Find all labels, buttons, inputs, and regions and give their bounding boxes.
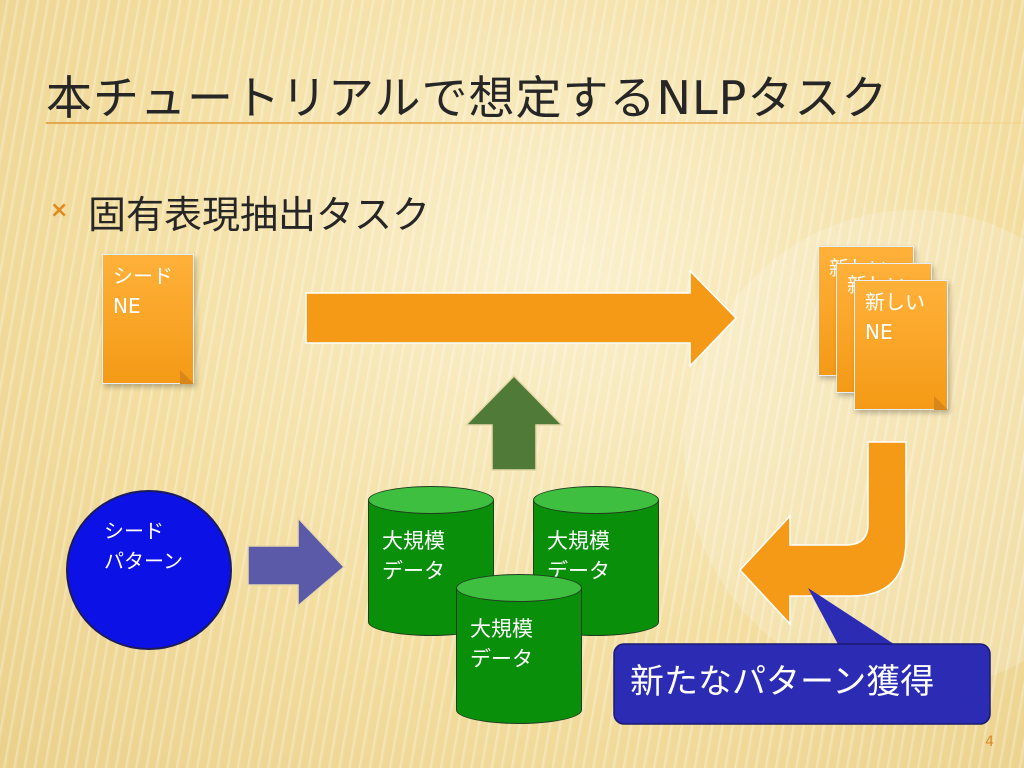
title-underline [46,122,1024,124]
seed-ne-line1: シード [113,264,173,288]
new-ne-line1: 新しい [865,290,925,314]
note-fold [180,370,194,384]
new-ne-note-front: 新しい NE [854,280,948,410]
callout-box [613,643,991,725]
seed-ne-line2: NE [113,294,141,318]
bullet-text: 固有表現抽出タスク [88,193,431,237]
seed-pattern-circle [66,490,232,650]
note-fold [934,396,948,410]
up-arrow [464,374,564,471]
seed-pattern-label: シード パターン [104,516,183,576]
large-data-1-line2: データ [382,559,445,583]
large-data-3-line2: データ [470,647,533,671]
seed-pattern-line1: シード [104,519,164,543]
large-data-1-line1: 大規模 [382,529,445,553]
page-number: 4 [985,734,994,750]
large-data-3-line1: 大規模 [470,617,533,641]
large-data-cylinder-3: 大規模 データ [456,574,582,724]
callout-text: 新たなパターン獲得 [630,662,935,702]
seed-ne-note: シード NE [102,254,194,384]
large-data-label-1: 大規模 データ [382,526,445,586]
main-right-arrow [305,269,738,368]
bullet-x-icon: × [50,198,69,223]
large-data-2-line1: 大規模 [547,529,610,553]
pattern-right-arrow [247,516,346,608]
callout-pointer [808,588,900,648]
curved-return-arrow [738,441,907,626]
large-data-label-2: 大規模 データ [547,526,610,586]
large-data-label-3: 大規模 データ [470,614,533,674]
large-data-cylinder-2: 大規模 データ [533,486,659,636]
slide-title: 本チュートリアルで想定するNLPタスク [46,71,889,125]
seed-pattern-line2: パターン [104,549,183,573]
new-ne-line2: NE [865,320,893,344]
